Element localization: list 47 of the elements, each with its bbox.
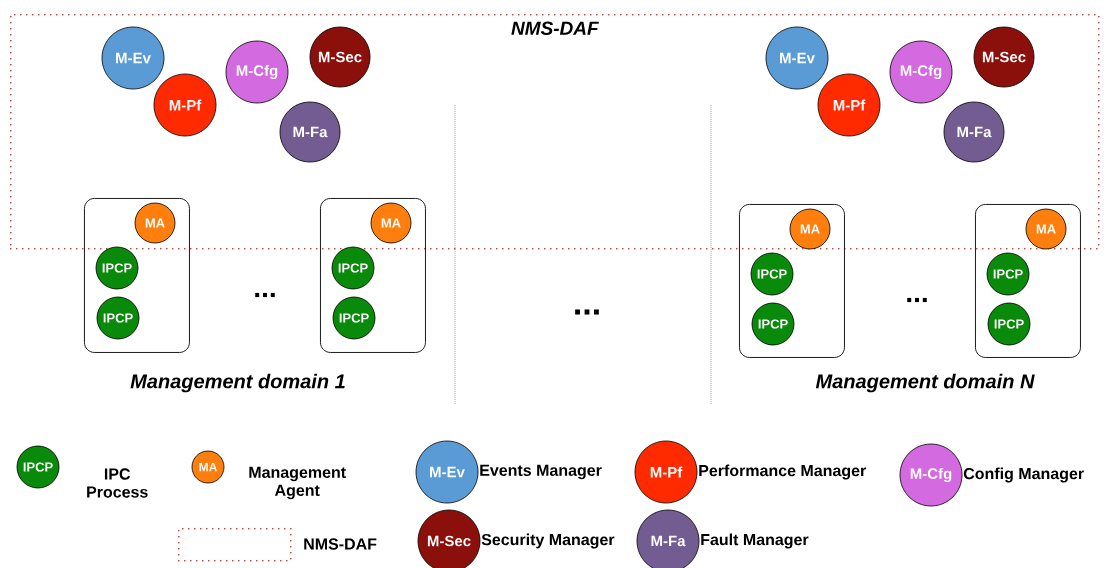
domain-box xyxy=(84,198,190,353)
circle-node: MA xyxy=(1025,208,1067,250)
ellipsis: ... xyxy=(907,297,927,303)
ellipsis: ... xyxy=(575,309,599,315)
circle-node: M-Fa xyxy=(943,101,1005,163)
circle-node: IPCP xyxy=(331,246,375,290)
circle-node: M-Sec xyxy=(417,509,481,568)
domain-label: Management domain 1 xyxy=(130,373,345,393)
domain-box xyxy=(975,204,1081,358)
circle-node: MA xyxy=(191,450,225,484)
node-label: Fault Manager xyxy=(701,533,809,549)
circle-node: M-Sec xyxy=(973,26,1035,88)
circle-node: M-Ev xyxy=(101,26,165,90)
node-label: Security Manager xyxy=(481,533,615,549)
ellipsis: ... xyxy=(255,292,275,298)
node-label: Config Manager xyxy=(963,467,1084,483)
node-label: IPC Process xyxy=(87,468,148,498)
circle-node: M-Pf xyxy=(817,73,881,137)
domain-box xyxy=(739,204,845,358)
circle-node: M-Fa xyxy=(636,509,700,568)
circle-node: IPCP xyxy=(750,252,794,296)
circle-node: M-Pf xyxy=(153,73,217,137)
node-label: Management Agent xyxy=(249,466,346,500)
circle-node: M-Ev xyxy=(765,26,829,90)
circle-node: MA xyxy=(134,202,176,244)
circle-node: M-Fa xyxy=(279,101,341,163)
circle-node: IPCP xyxy=(987,302,1031,346)
dotted-box-sample xyxy=(178,528,292,562)
circle-node: IPCP xyxy=(96,296,140,340)
circle-node: M-Cfg xyxy=(899,443,963,507)
circle-node: M-Cfg xyxy=(889,40,953,104)
circle-node: MA xyxy=(789,208,831,250)
circle-node: M-Pf xyxy=(634,440,698,504)
node-label: NMS-DAF xyxy=(304,538,377,550)
circle-node: M-Sec xyxy=(309,26,371,88)
domain-label: Management domain N xyxy=(815,373,1035,393)
node-label: Performance Manager xyxy=(699,464,866,480)
circle-node: MA xyxy=(370,202,412,244)
circle-node: M-Ev xyxy=(415,440,479,504)
node-label: Events Manager xyxy=(480,464,602,480)
circle-node: IPCP xyxy=(751,302,795,346)
circle-node: IPCP xyxy=(986,252,1030,296)
circle-node: M-Cfg xyxy=(225,40,289,104)
circle-node: IPCP xyxy=(16,445,60,489)
circle-node: IPCP xyxy=(332,296,376,340)
domain-box xyxy=(320,198,426,353)
circle-node: IPCP xyxy=(95,246,139,290)
